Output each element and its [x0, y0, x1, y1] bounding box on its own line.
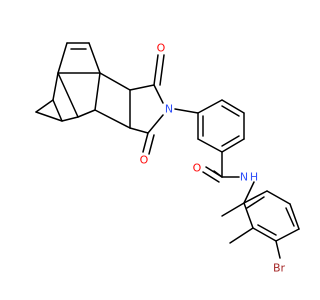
bromo-dimethylphenyl-ring: [221, 181, 300, 259]
bond: [246, 196, 265, 209]
bond: [285, 207, 295, 227]
atom-labels: O N O O N H Br: [140, 42, 286, 275]
bond: [221, 138, 245, 153]
bond: [52, 72, 59, 101]
bond: [153, 54, 159, 86]
bond: [257, 224, 277, 236]
oxygen-atom-label: O: [157, 42, 166, 55]
molecule-structure: O N O O N H Br: [35, 41, 300, 275]
bond: [129, 84, 155, 91]
bond: [221, 202, 245, 217]
structure-diagram: O N O O N H Br: [35, 42, 300, 275]
bond: [202, 171, 220, 183]
amide-group: [202, 151, 240, 183]
bond: [205, 166, 223, 178]
bond: [243, 190, 268, 204]
oxygen-atom-label: O: [193, 162, 202, 175]
bond: [229, 227, 254, 244]
bond: [77, 109, 96, 118]
bond: [57, 72, 79, 118]
bond: [94, 109, 131, 129]
bond: [61, 116, 79, 122]
bond: [142, 132, 149, 153]
bond: [289, 203, 300, 230]
bond: [88, 42, 101, 74]
bond: [94, 72, 101, 111]
bond: [174, 108, 199, 114]
bond: [159, 54, 165, 86]
oxygen-atom-label: O: [140, 154, 149, 167]
bond: [197, 99, 223, 114]
bond: [252, 227, 277, 242]
imide-ring: [94, 54, 165, 155]
bond: [35, 111, 63, 122]
bond: [57, 42, 68, 74]
bond: [197, 138, 223, 153]
bond: [52, 99, 63, 122]
nitrogen-atom-label: N: [165, 103, 173, 116]
bond: [35, 99, 54, 113]
bond: [221, 99, 245, 114]
bicyclic-cage: [35, 42, 101, 122]
amide-hydrogen-label: H: [250, 171, 258, 184]
bond: [275, 228, 300, 242]
bond: [148, 134, 155, 155]
bond: [266, 190, 291, 205]
bond: [221, 105, 240, 117]
bond: [147, 114, 164, 134]
bond: [129, 127, 149, 134]
bond: [153, 84, 164, 104]
amide-nitrogen-label: N: [240, 171, 248, 184]
bond: [243, 202, 254, 229]
bromine-atom-label: Br: [273, 262, 286, 275]
bond: [99, 72, 131, 91]
bond: [275, 240, 281, 259]
benzamide-ring: [174, 99, 245, 153]
bond: [243, 181, 255, 204]
bond: [221, 135, 240, 147]
